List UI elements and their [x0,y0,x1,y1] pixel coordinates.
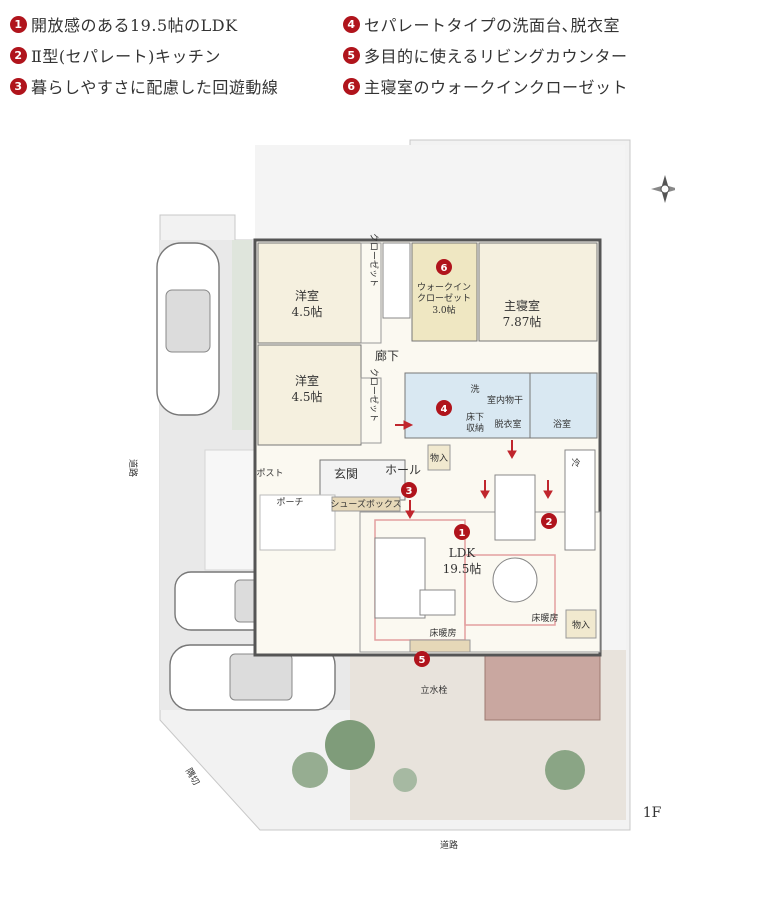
sofa [374,537,426,619]
floor-plan: 1 2 3 4 5 6 洋室 4.5帖 洋室 4.5帖 主寝室 7.87帖 ウォ… [127,139,675,851]
closet-label-1: クローゼット [368,233,380,287]
coffee-table [419,589,456,616]
underfloor-label-2: 収納 [466,422,484,434]
western-room-2 [257,344,362,446]
number-badge: 6 [343,77,360,95]
plan-marker-3: 3 [401,482,417,498]
ldk-name: LDK [449,546,477,560]
wic-size: 3.0帖 [432,304,455,316]
room-size-western-2: 4.5帖 [291,389,322,404]
hall-label: ホール [385,463,421,477]
legend-text: 主寝室のウォークインクローゼット [364,78,629,97]
wood-deck [484,654,601,721]
gravel-side [598,240,626,650]
number-badge: 5 [343,46,360,64]
living-counter [409,639,471,653]
hallway-label: 廊下 [375,348,399,363]
floor-heating-label-1: 床暖房 [429,627,456,639]
marker-number: 3 [406,486,413,497]
legend-text: Ⅱ型(セパレート)キッチン [31,47,221,66]
porch-label: ポーチ [276,497,303,508]
storage-hall [427,444,451,471]
floor-heating-label-2: 床暖房 [531,612,558,624]
legend-text: 多目的に使えるリビングカウンター [364,47,628,66]
legend-text: セパレートタイプの洗面台､脱衣室 [364,16,621,35]
room-name-western-2: 洋室 [295,373,319,388]
number-badge: 4 [343,15,360,33]
plan-marker-6: 6 [436,259,452,275]
wic-label-2: クローゼット [417,292,471,304]
post-label: ポスト [256,468,283,479]
closet-2 [360,377,382,444]
closet-label-2: クローゼット [368,368,380,422]
shoe-box [331,496,401,512]
underfloor-label-1: 床下 [466,411,484,423]
entrance-label: 玄関 [334,466,358,481]
gravel-yard [255,145,625,240]
bathroom [529,372,598,439]
compass-icon: N [651,175,675,203]
plan-marker-5: 5 [414,651,430,667]
storage-label-hall: 物入 [430,452,448,464]
fridge-label: 冷 [571,457,580,469]
floor-label: 1F [643,805,662,821]
western-room-1 [257,242,362,344]
shoebox-label: シューズボックス [330,498,401,510]
master-bedroom [478,242,598,342]
porch-area [259,494,336,551]
washroom [404,372,531,439]
kitchen-island [494,474,536,541]
bath-label: 浴室 [553,418,571,430]
wash-label: 洗 [470,383,479,395]
marker-number: 2 [546,517,553,528]
plan-marker-4: 4 [436,400,452,416]
marker-number: 4 [441,404,448,415]
number-badge: 2 [10,46,27,64]
kitchen-counter [564,449,596,551]
road-label-bottom: 道路 [440,839,458,851]
car-north [156,242,220,416]
marker-number: 1 [459,528,466,539]
dressing-room-label: 脱衣室 [494,418,521,430]
wic-label-1: ウォークイン [417,282,471,293]
number-badge: 1 [10,15,27,33]
corner-cut-label: 隅切 [183,766,202,787]
legend-text: 暮らしやすさに配慮した回遊動線 [31,78,279,97]
room-size-master: 7.87帖 [503,314,542,329]
storage-label-ldk: 物入 [572,619,590,631]
plan-marker-2: 2 [541,513,557,529]
floor-heating-zone-2 [464,554,556,626]
road-label-left: 道路 [127,459,139,477]
legend-text: 開放感のある19.5帖のLDK [31,16,238,35]
plan-marker-1: 1 [454,524,470,540]
storage-ldk [565,609,597,639]
room-name-western-1: 洋室 [295,288,319,303]
planting-strip [232,240,252,430]
faucet-label: 立水栓 [420,684,447,696]
toilet [382,242,411,319]
marker-number: 5 [419,655,426,666]
ldk-size: 19.5帖 [443,561,482,576]
number-badge: 3 [10,77,27,95]
room-size-western-1: 4.5帖 [291,304,322,319]
indoor-dry-label: 室内物干 [487,394,523,406]
dining-table [492,557,538,603]
marker-number: 6 [441,263,448,274]
closet-1 [360,242,382,344]
room-name-master: 主寝室 [504,298,540,313]
circulation-arrows [395,420,553,520]
